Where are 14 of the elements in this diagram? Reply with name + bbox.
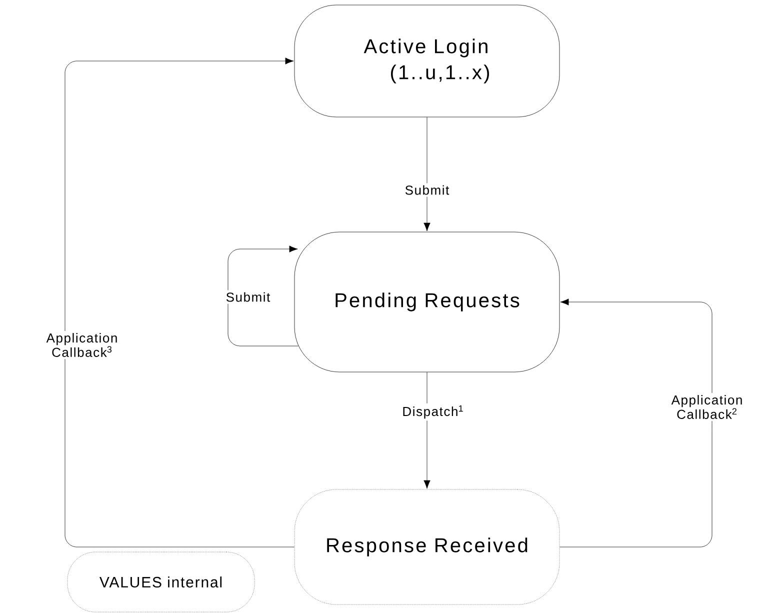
state-box: Active Login (1..u,1..x) [294, 4, 560, 118]
arrow [228, 246, 298, 346]
arrow [64, 58, 294, 548]
arrow [424, 372, 430, 489]
state-box: Pending Requests [294, 232, 560, 372]
edge-label: Submit [224, 290, 272, 304]
state-box: Response Received [294, 489, 560, 605]
edge-label: Dispatch$^{1}$ [400, 403, 466, 421]
state-box: VALUES internal [67, 552, 255, 612]
arrow [560, 298, 712, 548]
arrow [424, 117, 430, 232]
edge-label: Application Callback$^{3}$ [40, 331, 124, 359]
edge-label: Submit [402, 183, 452, 197]
edge-label: Application Callback$^{2}$ [665, 393, 749, 421]
